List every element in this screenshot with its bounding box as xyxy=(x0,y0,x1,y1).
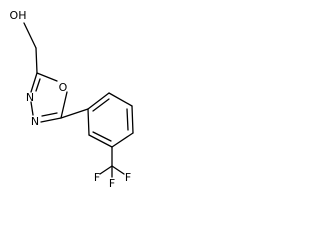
bond-n3-c2-inner xyxy=(35,78,41,92)
fluorine-middle-label: F xyxy=(109,177,115,190)
bond-n4-n3 xyxy=(30,101,34,116)
bond-ar1-ar2-double xyxy=(92,98,110,112)
bond-ar5-ar6 xyxy=(88,134,113,148)
hydroxyl-label: OH xyxy=(10,9,27,22)
fluorine-left-label: F xyxy=(94,171,100,184)
bond-c5-phenyl xyxy=(60,108,89,119)
bonds xyxy=(23,22,134,178)
bond-ar3-ar4-double xyxy=(126,108,129,131)
bond-o1-c5 xyxy=(60,91,68,119)
bond-ar6-ar1 xyxy=(87,108,90,136)
bond-ar3-ar4 xyxy=(131,105,134,134)
bond-cf3-f-left xyxy=(99,165,113,175)
bond-ar5-ar6-double xyxy=(92,131,112,142)
bond-c5-n4-outer xyxy=(40,117,62,123)
bond-ch2-c2 xyxy=(35,47,38,74)
bond-c5-n4-inner xyxy=(41,112,58,117)
fluorine-right-label: F xyxy=(125,171,131,184)
bond-ar4-ar5 xyxy=(111,132,134,148)
bond-ch2-oh xyxy=(23,22,37,49)
atom-labels: OH O N N F F F xyxy=(10,9,132,190)
bond-n3-c2-outer xyxy=(30,72,38,93)
ring-nitrogen-lower-label: N xyxy=(31,115,39,128)
bond-ar1-ar2 xyxy=(87,92,110,110)
ring-oxygen-label: O xyxy=(59,81,68,94)
bond-c2-o1 xyxy=(36,72,58,82)
structure-diagram: OH O N N F F F xyxy=(0,0,159,204)
bond-cf3-f-right xyxy=(111,165,125,175)
ring-nitrogen-upper-label: N xyxy=(26,91,34,104)
molecule-drawing: OH O N N F F F xyxy=(10,9,134,190)
bond-ar2-ar3 xyxy=(108,92,133,107)
